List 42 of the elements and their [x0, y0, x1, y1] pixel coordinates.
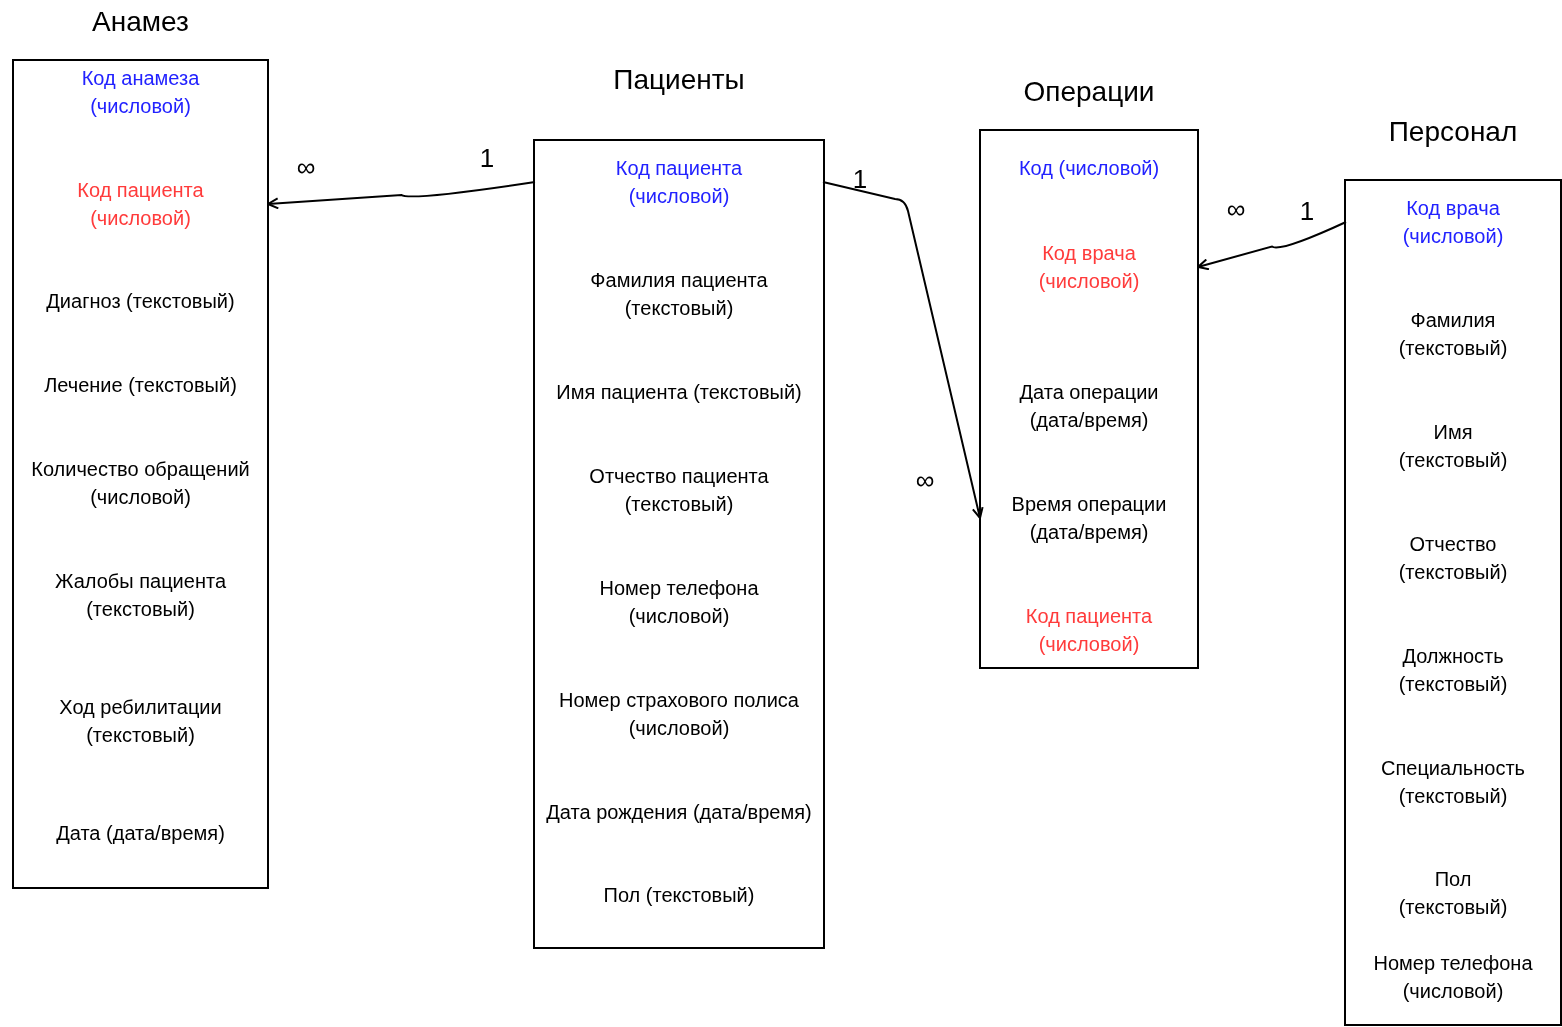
field-text: Отчество (текстовый): [1397, 532, 1509, 585]
field-text: Фамилия пациента (текстовый): [589, 268, 769, 321]
field-text: Код пациента (числовой): [1024, 604, 1154, 657]
field-text: Жалобы пациента (текстовый): [54, 569, 227, 622]
field-text: Имя пациента (текстовый): [556, 380, 802, 405]
field-text: Номер телефона (числовой): [598, 576, 760, 629]
table-title: Операции: [1023, 75, 1155, 109]
field-text: Пол (текстовый): [1397, 867, 1509, 920]
field-text: Количество обращений (числовой): [30, 457, 251, 510]
field-text: Должность (текстовый): [1397, 644, 1509, 697]
field-text: Пол (текстовый): [603, 883, 755, 908]
relationship-arrow: [267, 181, 536, 210]
relationship-arrow: [1197, 221, 1347, 271]
table-title: Анамез: [92, 5, 189, 39]
field-text: Номер телефона (числовой): [1372, 951, 1534, 1004]
field-text: Специальность (текстовый): [1380, 756, 1526, 809]
field-text: Номер страхового полиса (числовой): [558, 688, 800, 741]
field-text: Код пациента (числовой): [614, 156, 744, 209]
field-text: Код пациента (числовой): [76, 178, 205, 231]
field-text: Имя (текстовый): [1397, 420, 1509, 473]
field-text: Лечение (текстовый): [44, 373, 237, 398]
field-text: Код врача (числовой): [1401, 196, 1505, 249]
cardinality-label: ∞: [296, 152, 316, 182]
cardinality-label: 1: [1299, 196, 1315, 226]
table-title: Пациенты: [613, 63, 745, 97]
field-text: Код анамеза (числовой): [80, 66, 201, 119]
cardinality-label: 1: [479, 143, 495, 173]
cardinality-label: 1: [852, 164, 868, 194]
field-text: Дата рождения (дата/время): [546, 800, 812, 825]
cardinality-label: ∞: [915, 465, 935, 495]
field-text: Время операции (дата/время): [1010, 492, 1168, 545]
field-text: Код (числовой): [1018, 156, 1160, 181]
relationship-arrow: [822, 181, 984, 519]
field-text: Диагноз (текстовый): [46, 289, 235, 314]
field-text: Ход ребилитации (текстовый): [58, 695, 223, 748]
cardinality-label: ∞: [1226, 194, 1246, 224]
field-text: Отчество пациента (текстовый): [588, 464, 770, 517]
field-text: Фамилия (текстовый): [1397, 308, 1509, 361]
field-text: Код врача (числовой): [1037, 241, 1141, 294]
field-text: Дата операции (дата/время): [1018, 380, 1160, 433]
field-text: Дата (дата/время): [56, 821, 225, 846]
table-title: Персонал: [1388, 115, 1518, 149]
